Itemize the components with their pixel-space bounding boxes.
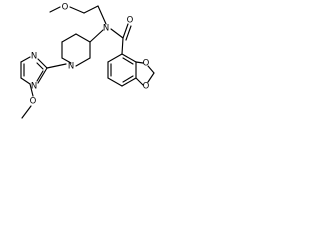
bond-diox-4 <box>135 77 144 86</box>
bond-benz-1 <box>121 53 137 63</box>
bond-carbonyl-double-b <box>125 25 132 41</box>
atom-ether-oxygen: O <box>62 3 69 13</box>
atom-dioxole-oxygen-2: O <box>143 82 150 92</box>
bond-pip-3 <box>61 57 72 64</box>
bond-pyr-1 <box>37 58 48 69</box>
atom-dioxole-oxygen-1: O <box>143 59 150 69</box>
bond-pyr-inner-3 <box>36 70 44 82</box>
chemical-structure-diagram: O N O N N N O O O <box>20 3 155 119</box>
molecule-canvas: O N O N N N O O O <box>0 0 158 131</box>
bond-diox-2 <box>147 65 155 74</box>
bond-amide-n-pip-c4 <box>89 29 104 43</box>
bond-pip-6 <box>75 33 91 43</box>
atom-methoxy-oxygen: O <box>30 97 37 107</box>
bond-pyr-inner-1 <box>36 62 44 70</box>
bond-benz-inner-1 <box>122 57 134 65</box>
bond-pip-n-pyr <box>46 63 67 69</box>
atom-pyrimidine-nitrogen-1: N <box>31 52 37 62</box>
bond-pip-5 <box>61 33 77 43</box>
bond-amide-n-carbonyl <box>110 28 124 39</box>
atom-pyrimidine-nitrogen-3: N <box>31 82 37 92</box>
bond-ether-ch2 <box>69 6 85 14</box>
bond-benz-inner-2 <box>122 75 134 83</box>
bond-pyr-5 <box>37 67 48 84</box>
bond-diox-1 <box>135 61 144 64</box>
bond-pyr-methoxy-o <box>29 83 34 97</box>
atom-labels: O N O N N N O O O <box>30 3 150 107</box>
bond-benz-4 <box>107 77 123 87</box>
bond-benz-6 <box>107 53 123 63</box>
bond-pyr-2 <box>20 56 31 63</box>
bond-carbonyl-double-a <box>122 23 129 39</box>
bond-pip-2 <box>75 57 91 67</box>
bond-ch2-amide-n <box>97 5 107 25</box>
bond-pyr-4 <box>20 77 31 85</box>
bond-carbonyl-aryl <box>121 37 124 55</box>
bond-ch2-ch2 <box>83 5 99 14</box>
bond-benz-3 <box>121 77 137 87</box>
bond-methyl-ether <box>49 6 61 13</box>
atom-carbonyl-oxygen: O <box>127 16 134 26</box>
atom-piperidine-nitrogen: N <box>68 62 74 72</box>
bond-diox-3 <box>147 72 155 83</box>
atom-amide-nitrogen: N <box>103 24 109 34</box>
bond-methoxy-methyl <box>21 105 32 119</box>
bonds <box>20 5 155 119</box>
